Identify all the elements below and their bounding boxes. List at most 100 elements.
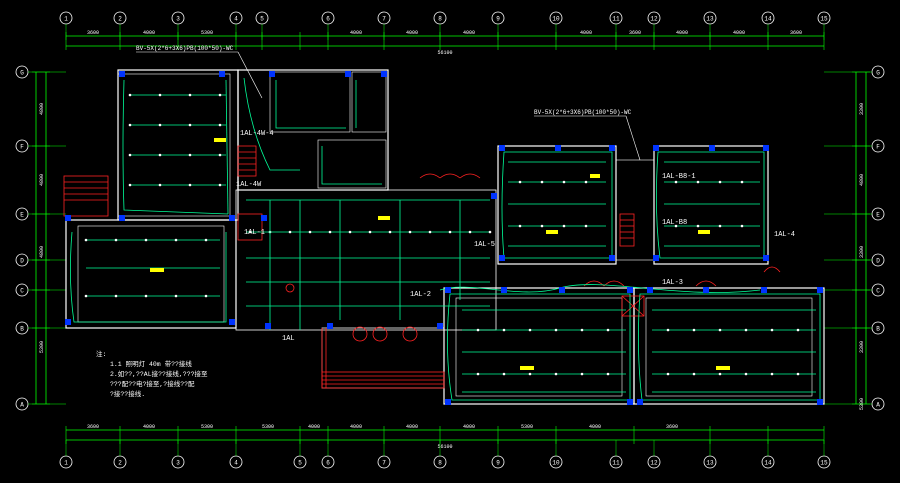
light-fixture: [554, 372, 558, 376]
light-fixture: [540, 180, 544, 184]
stair-hatching: [63, 145, 781, 389]
light-fixture: [692, 328, 696, 332]
junction-box: [265, 323, 271, 329]
light-fixture: [744, 328, 748, 332]
light-fixture: [580, 372, 584, 376]
panel-label: 1AL-3: [662, 279, 683, 287]
light-fixture: [158, 93, 162, 97]
junction-box: [219, 71, 225, 77]
grid-bubble-label: G: [876, 70, 880, 77]
light-fixture: [328, 230, 332, 234]
circuit-wire: [243, 77, 300, 171]
light-fixture: [476, 328, 480, 332]
light-fixture: [128, 123, 132, 127]
notes-title: 注:: [96, 349, 106, 358]
light-fixture: [288, 230, 292, 234]
notes-line: 2.如??,??AL接??接线,???接至: [110, 369, 208, 378]
junction-box: [327, 323, 333, 329]
grid-bubble-label: 3: [176, 16, 180, 23]
grid-bubble-label: 13: [706, 16, 714, 23]
building-walls: [65, 69, 825, 405]
junction-box: [65, 319, 71, 325]
circuit-wire: [638, 293, 821, 401]
junction-box: [817, 399, 823, 405]
light-fixture: [84, 238, 88, 242]
light-fixture: [368, 230, 372, 234]
circuit-wire: [70, 231, 227, 323]
light-fixture: [666, 328, 670, 332]
notes-line: ?接??接线.: [110, 389, 145, 398]
panel-label: 1AL-B8: [662, 219, 687, 227]
grid-bubble-label: B: [876, 326, 880, 333]
light-fixture: [174, 238, 178, 242]
dim-text: 3600: [87, 30, 99, 36]
lighting-circuits: [65, 71, 823, 405]
grid-bubble-label: 5: [298, 460, 302, 467]
light-fixture: [476, 372, 480, 376]
light-fixture: [540, 224, 544, 228]
light-fixture: [562, 180, 566, 184]
grid-bubble-label: 3: [176, 460, 180, 467]
light-fixture: [128, 93, 132, 97]
cable-label-1: BV-5X(2*6+3X6)PB(100*50)-WC: [136, 45, 234, 52]
junction-box: [627, 287, 633, 293]
circuit-wire: [501, 151, 613, 259]
dim-text: 4000: [463, 30, 475, 36]
grid-bubble-label: 2: [118, 16, 122, 23]
grid-bubble-label: F: [20, 144, 24, 151]
light-fixture: [770, 372, 774, 376]
light-fixture: [740, 180, 744, 184]
dim-text: 3600: [629, 30, 641, 36]
grid-bubble-label: 13: [706, 460, 714, 467]
junction-box: [229, 319, 235, 325]
light-fixture: [718, 372, 722, 376]
junction-box: [817, 287, 823, 293]
dim-text: 4000: [589, 424, 601, 430]
junction-box: [345, 71, 351, 77]
grid-bubble-label: E: [876, 212, 880, 219]
dim-text: 3300: [859, 246, 865, 258]
light-fixture: [718, 328, 722, 332]
light-fixture: [114, 238, 118, 242]
light-fixture: [114, 294, 118, 298]
light-fixture: [674, 180, 678, 184]
dim-text: 4800: [39, 246, 45, 258]
grid-bubble-label: B: [20, 326, 24, 333]
panel-label: 1AL: [282, 335, 295, 343]
dim-text: 3300: [859, 103, 865, 115]
light-fixture: [188, 183, 192, 187]
light-fixture: [204, 294, 208, 298]
junction-box: [269, 71, 275, 77]
dim-text: 4000: [580, 30, 592, 36]
dim-text: 4000: [733, 30, 745, 36]
grid-bubble-label: 14: [764, 16, 772, 23]
dim-text: 5300: [262, 424, 274, 430]
grid-bubble-label: 10: [552, 16, 560, 23]
grid-bubble-label: E: [20, 212, 24, 219]
dim-text: 5300: [201, 30, 213, 36]
grid-bubble-label: 14: [764, 460, 772, 467]
light-fixture: [674, 224, 678, 228]
junction-box: [499, 255, 505, 261]
light-fixture: [580, 328, 584, 332]
junction-box: [491, 193, 497, 199]
yellow-tags: [150, 138, 730, 370]
grid-bubble-label: A: [20, 402, 24, 409]
junction-box: [65, 215, 71, 221]
light-fixture: [562, 224, 566, 228]
grid-bubble-label: 11: [612, 16, 620, 23]
panel-label: 1AL-1: [244, 229, 265, 237]
light-fixture: [770, 328, 774, 332]
circuit-wire: [275, 80, 346, 129]
circuit-wire: [321, 146, 382, 185]
light-fixture: [248, 230, 252, 234]
grid-bubble-label: C: [20, 288, 24, 295]
grid-bubble-label: 12: [650, 16, 658, 23]
circuit-wire: [447, 293, 631, 401]
light-fixture: [308, 230, 312, 234]
junction-box: [445, 287, 451, 293]
panel-labels: 1AL-4W-4 1AL-4W 1AL-1 1AL-5 1AL-2 1AL 1A…: [236, 130, 795, 343]
light-fixture: [144, 294, 148, 298]
grid-bubble-label: 6: [326, 460, 330, 467]
panel-label: 1AL-5: [474, 241, 495, 249]
